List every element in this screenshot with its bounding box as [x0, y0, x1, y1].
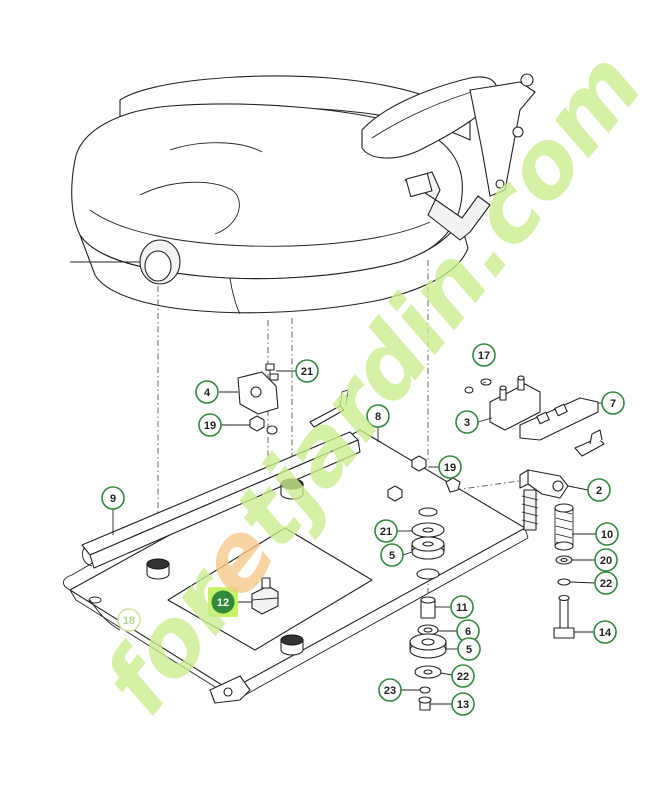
svg-text:4: 4 [204, 387, 211, 399]
svg-text:3: 3 [464, 417, 470, 429]
callout-labels: 4 21 19 8 19 17 3 [101, 343, 625, 716]
label-13[interactable]: 13 [451, 692, 475, 716]
label-11[interactable]: 11 [450, 595, 474, 619]
svg-text:2: 2 [596, 485, 602, 497]
label-9[interactable]: 9 [101, 486, 125, 510]
svg-text:5: 5 [389, 550, 395, 562]
label-14[interactable]: 14 [593, 620, 617, 644]
svg-text:10: 10 [601, 529, 613, 541]
label-8[interactable]: 8 [366, 404, 390, 428]
label-10[interactable]: 10 [595, 522, 619, 546]
label-7[interactable]: 7 [601, 391, 625, 415]
svg-text:5: 5 [466, 644, 472, 656]
label-12-highlighted[interactable]: 12 [208, 587, 238, 617]
label-16[interactable]: 21 [295, 359, 319, 383]
label-4[interactable]: 4 [195, 380, 219, 404]
label-19-left[interactable]: 19 [198, 413, 222, 437]
svg-text:7: 7 [610, 398, 616, 410]
svg-text:8: 8 [375, 411, 381, 423]
svg-text:6: 6 [465, 626, 471, 638]
rubber-mounts [146, 477, 461, 656]
seat-adjust-knob [70, 239, 181, 285]
svg-text:12: 12 [217, 597, 229, 609]
label-5-upper[interactable]: 5 [380, 543, 404, 567]
label-21-lower[interactable]: 22 [451, 664, 475, 688]
svg-text:14: 14 [599, 627, 612, 639]
label-19-right[interactable]: 19 [438, 455, 462, 479]
label-21-upper[interactable]: 21 [374, 519, 398, 543]
label-3[interactable]: 3 [455, 410, 479, 434]
mount-rear [280, 478, 304, 500]
label-22[interactable]: 22 [594, 571, 618, 595]
washer-stack-lower [409, 596, 447, 711]
bracket-parts [237, 363, 427, 472]
svg-text:11: 11 [456, 602, 468, 614]
mount-right [416, 568, 440, 580]
svg-text:13: 13 [457, 699, 469, 711]
label-23[interactable]: 23 [378, 678, 402, 702]
label-2[interactable]: 2 [587, 478, 611, 502]
label-18[interactable]: 18 [117, 608, 141, 632]
svg-text:21: 21 [301, 366, 313, 378]
svg-text:21: 21 [380, 526, 392, 538]
svg-text:23: 23 [384, 685, 396, 697]
svg-text:19: 19 [204, 420, 216, 432]
label-20[interactable]: 20 [594, 548, 618, 572]
svg-text:19: 19 [444, 462, 456, 474]
svg-text:9: 9 [110, 493, 116, 505]
svg-text:17: 17 [478, 350, 490, 362]
spring-10 [554, 503, 574, 551]
label-5-lower[interactable]: 5 [457, 637, 481, 661]
label-17[interactable]: 17 [472, 343, 496, 367]
suspension-assembly [464, 375, 605, 639]
seat-switch [251, 577, 279, 615]
mount-left [146, 558, 170, 580]
svg-text:22: 22 [457, 671, 469, 683]
mount-front [280, 634, 304, 656]
seat-assembly [70, 73, 536, 315]
seat-pan [79, 219, 469, 314]
svg-text:18: 18 [123, 615, 135, 627]
svg-text:20: 20 [600, 555, 612, 567]
seat-rail [81, 389, 361, 569]
svg-text:22: 22 [600, 578, 612, 590]
